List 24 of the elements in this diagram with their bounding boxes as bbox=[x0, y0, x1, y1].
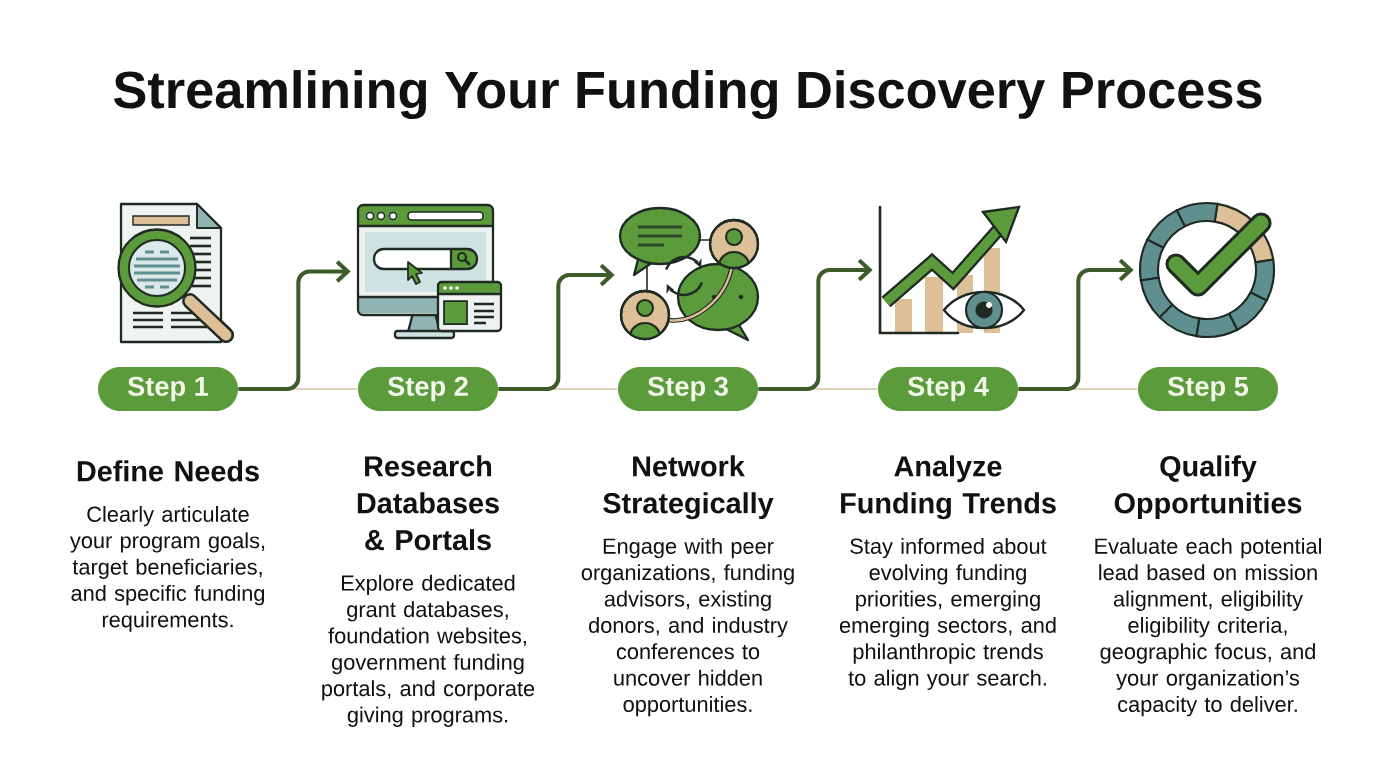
step-description: Clearly articulate your program goals, target beneficiaries, and specific funding requirements. bbox=[70, 505, 265, 632]
step-description: Engage with peer organizations, funding advisors, existing donors, and industry conferences to uncover hidden opportunities. bbox=[581, 537, 794, 717]
step-heading: Define Needs bbox=[77, 460, 259, 482]
arrow bbox=[238, 260, 351, 392]
step-heading: Analyze Funding Trends bbox=[841, 455, 1056, 520]
arrow bbox=[758, 258, 873, 392]
step-pill: Step 1 bbox=[98, 367, 238, 411]
document-magnifier-drawing bbox=[117, 202, 234, 344]
arrow bbox=[498, 263, 615, 392]
step-description: Evaluate each potential lead based on mission alignment, eligibility eligibility criteria, geographic focus, and your organization’s capacity to deliver. bbox=[1095, 537, 1321, 717]
arrow bbox=[1018, 258, 1134, 392]
step-pill: Step 5 bbox=[1138, 367, 1278, 411]
step-heading: Research Databases & Portals bbox=[357, 455, 499, 551]
step-pill: Step 3 bbox=[618, 367, 758, 411]
chat-network-drawing bbox=[618, 206, 760, 342]
step-pill: Step 4 bbox=[878, 367, 1018, 411]
step-heading: Qualify Opportunities bbox=[1114, 455, 1302, 520]
computer-search-drawing bbox=[356, 203, 503, 340]
title: Streamlining Your Funding Discovery Process bbox=[113, 70, 1262, 120]
step-description: Stay informed about evolving funding priorities, emerging emerging sectors, and philanthropic trends to align your search. bbox=[839, 537, 1056, 690]
step-pill: Step 2 bbox=[358, 367, 498, 411]
step-description: Explore dedicated grant databases, foundation websites, government funding portals, and corporate giving programs. bbox=[322, 574, 535, 727]
step-heading: Network Strategically bbox=[603, 455, 774, 520]
checkmark-ring-drawing bbox=[1138, 201, 1276, 339]
